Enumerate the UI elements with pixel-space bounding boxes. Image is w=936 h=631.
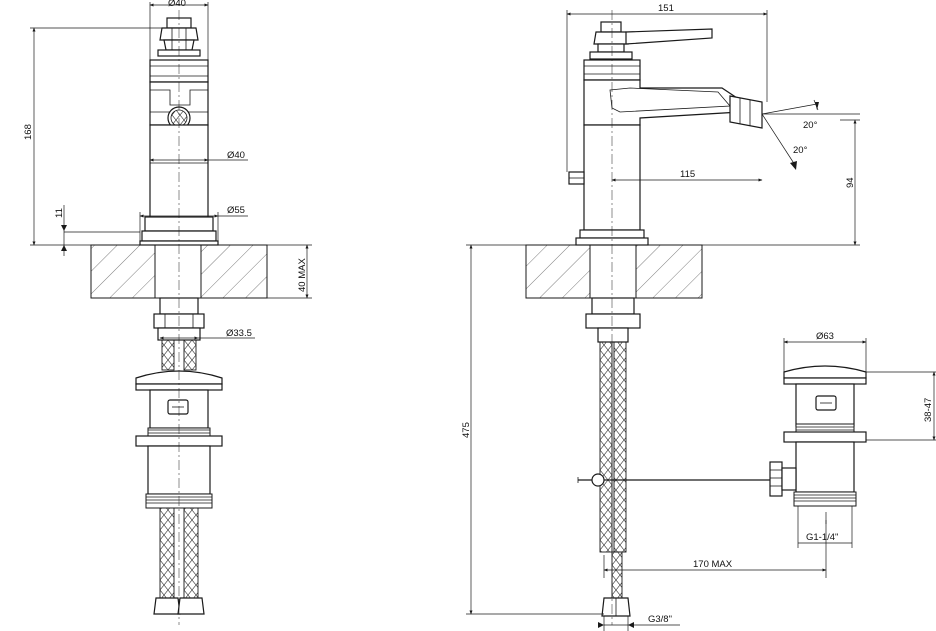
side-view: 151 20° 20° 115 94 475 Ø63 38-47 — [461, 3, 936, 631]
side-spout — [583, 79, 741, 126]
dim-shank-dia: Ø33.5 — [226, 328, 252, 339]
dim-spray-angle-up: 20° — [803, 120, 818, 131]
dim-total-length: 475 — [461, 422, 472, 438]
dim-spout-reach: 115 — [680, 169, 695, 180]
dim-front-body-dia: Ø40 — [227, 150, 245, 161]
dim-hose-thread: G3/8" — [648, 614, 672, 625]
dim-spout-height: 94 — [845, 177, 856, 188]
dim-deck-max: 40 MAX — [297, 258, 308, 292]
dim-waste-lift: 38-47 — [923, 398, 934, 422]
side-lever-handle — [589, 21, 713, 60]
dim-front-base-dia: Ø55 — [227, 205, 245, 216]
dim-waste-dia: Ø63 — [816, 331, 834, 342]
dim-spray-angle-down: 20° — [793, 145, 808, 156]
dim-front-top-dia: Ø40 — [168, 0, 186, 9]
dim-rod-length: 170 MAX — [693, 559, 733, 570]
front-view: Ø40 168 Ø40 Ø55 11 40 MAX Ø33.5 — [23, 0, 312, 625]
dim-waste-thread: G1-1/4" — [806, 532, 838, 543]
dim-front-base-height: 11 — [54, 208, 65, 218]
dim-front-height: 168 — [23, 124, 34, 140]
dim-side-width: 151 — [658, 3, 674, 14]
